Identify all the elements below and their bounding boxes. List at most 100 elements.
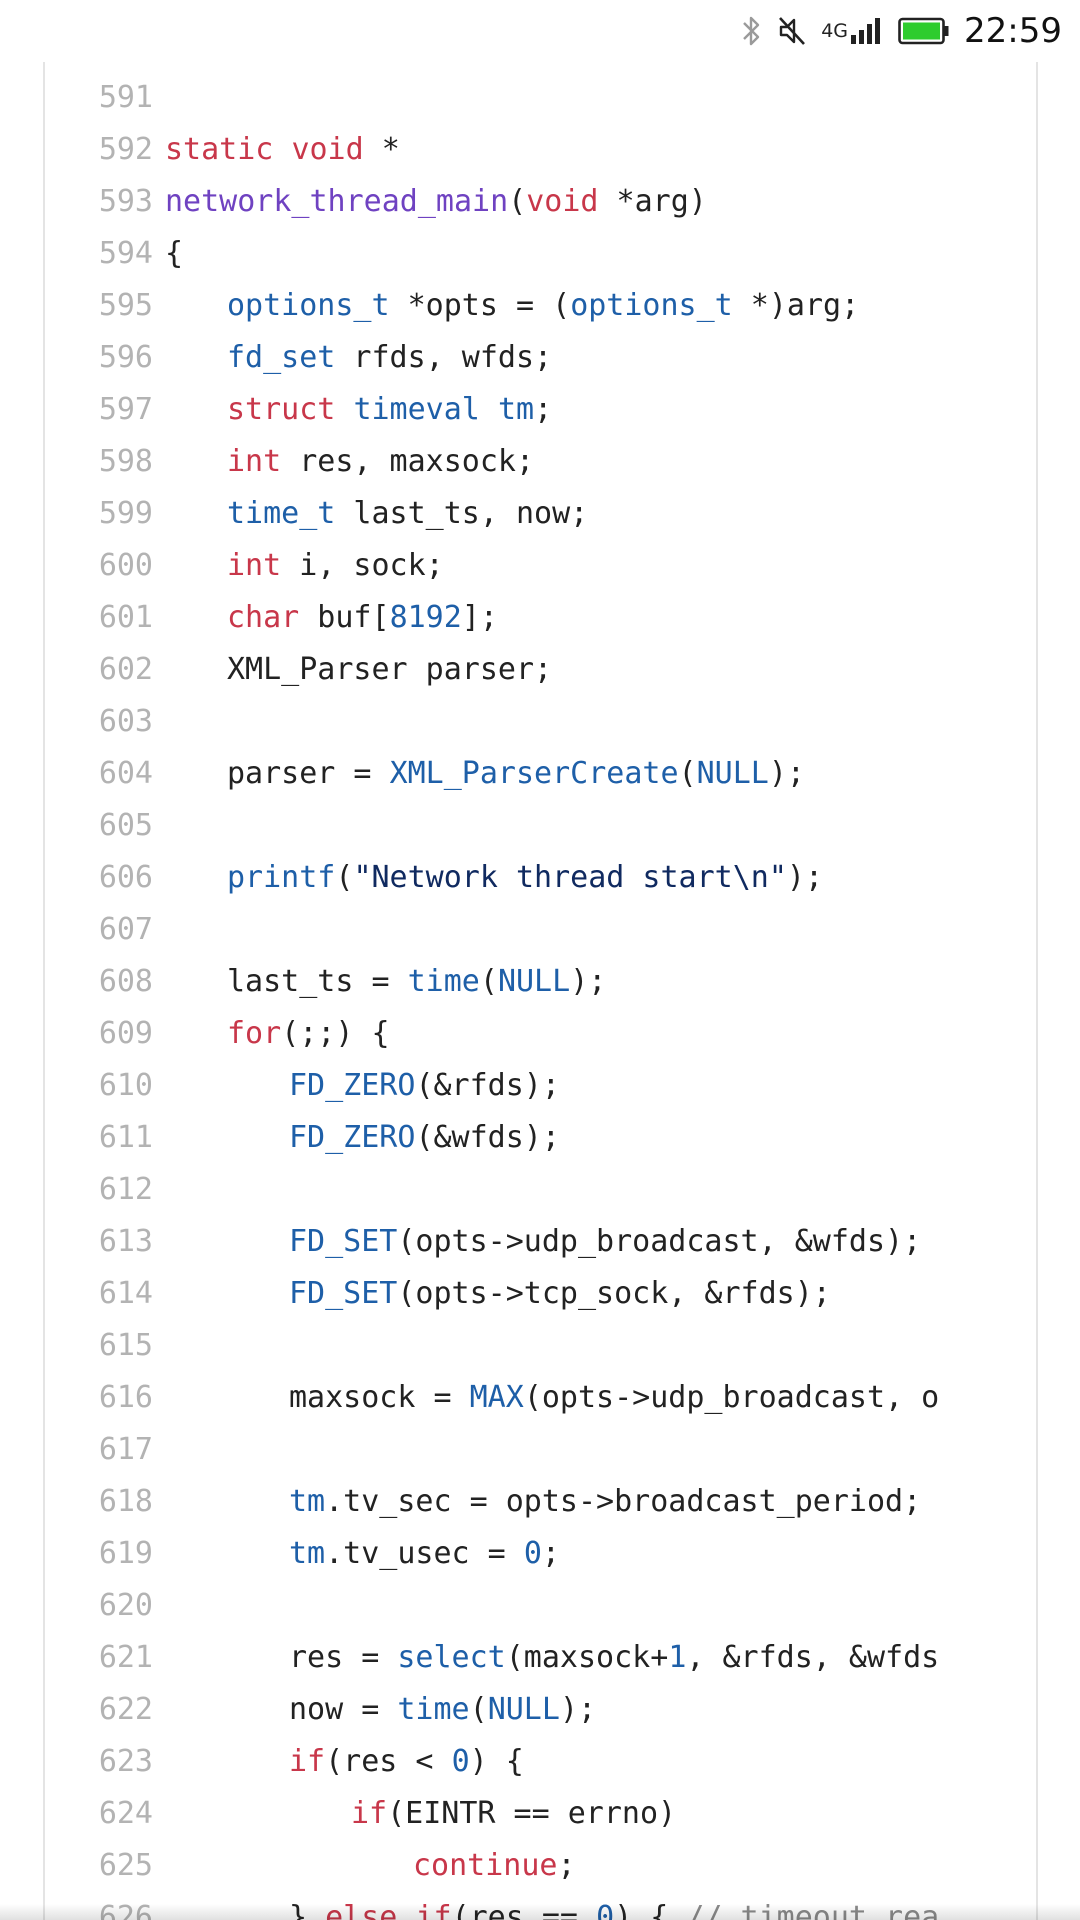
code-token: now = [289, 1692, 398, 1727]
line-number: 591 [98, 80, 153, 115]
line-number: 606 [98, 860, 153, 895]
line-number: 603 [98, 704, 153, 739]
line-number: 622 [98, 1692, 153, 1727]
code-token: XML_ParserCreate [389, 756, 679, 791]
code-token: 0 [451, 1744, 470, 1779]
code-token: ); [570, 964, 607, 999]
code-token: ( [678, 756, 697, 791]
code-text: tm.tv_sec = opts->broadcast_period; [289, 1476, 921, 1528]
code-token: rfds, wfds; [335, 340, 553, 375]
line-number: 594 [98, 236, 153, 271]
battery-icon [898, 16, 950, 46]
code-token: int [227, 548, 282, 583]
code-token: buf[ [299, 600, 390, 635]
code-token: tm [289, 1536, 326, 1571]
code-token: *arg) [598, 184, 707, 219]
code-token: FD_ZERO [289, 1120, 416, 1155]
code-token: last_ts, now; [335, 496, 589, 531]
code-token: tm [497, 392, 535, 427]
code-token: void [526, 184, 599, 219]
code-token: if [289, 1744, 326, 1779]
code-token: (res == [452, 1900, 597, 1920]
code-token: time [397, 1692, 470, 1727]
code-token [480, 392, 498, 427]
mute-icon [777, 15, 807, 47]
code-token: NULL [696, 756, 769, 791]
line-number: 620 [98, 1588, 153, 1623]
code-token: (EINTR == errno) [387, 1796, 677, 1831]
code-token: (&rfds); [415, 1068, 560, 1103]
code-token: select [397, 1640, 506, 1675]
code-text: maxsock = MAX(opts->udp_broadcast, o [289, 1372, 939, 1424]
bottom-edge-shadow [0, 1904, 1080, 1920]
code-token: tm [289, 1484, 326, 1519]
code-token: *opts = ( [389, 288, 571, 323]
code-text: { [165, 228, 183, 280]
code-line: 626} else if(res == 0) { // timeout rea [45, 1892, 1036, 1920]
code-token: if [351, 1796, 388, 1831]
line-number: 597 [98, 392, 153, 427]
code-token: void [291, 132, 364, 167]
line-number: 598 [98, 444, 153, 479]
code-line: 593 network_thread_main(void *arg) [45, 176, 1036, 228]
code-token: ); [786, 860, 824, 895]
code-text: printf("Network thread start\n"); [227, 852, 823, 904]
code-text: res = select(maxsock+1, &rfds, &wfds [289, 1632, 939, 1684]
line-number: 615 [98, 1328, 153, 1363]
line-number: 616 [98, 1380, 153, 1415]
line-number: 614 [98, 1276, 153, 1311]
line-number: 625 [98, 1848, 153, 1883]
code-line: 591 [45, 72, 1036, 124]
line-number: 593 [98, 184, 153, 219]
code-token: ( [508, 184, 527, 219]
code-text: char buf[8192]; [227, 592, 498, 644]
code-token [273, 132, 291, 167]
code-token: ; [541, 1536, 560, 1571]
code-line: 606 printf("Network thread start\n"); [45, 852, 1036, 904]
code-line: 617 [45, 1424, 1036, 1476]
line-number: 599 [98, 496, 153, 531]
code-line: 594 { [45, 228, 1036, 280]
code-token: last_ts = [227, 964, 408, 999]
code-text: network_thread_main(void *arg) [165, 176, 707, 228]
code-token: NULL [487, 1692, 560, 1727]
code-token: static [165, 132, 274, 167]
code-text: FD_ZERO(&wfds); [289, 1112, 560, 1164]
code-text: options_t *opts = (options_t *)arg; [227, 280, 859, 332]
code-token: *)arg; [732, 288, 860, 323]
code-token: parser = [227, 756, 390, 791]
code-token: res = [289, 1640, 398, 1675]
code-token: struct [227, 392, 336, 427]
code-token: (opts->tcp_sock, &rfds); [397, 1276, 831, 1311]
code-token: 1 [668, 1640, 687, 1675]
code-token: 0 [596, 1900, 614, 1920]
code-token: ; [557, 1848, 576, 1883]
bluetooth-icon [741, 14, 763, 48]
code-token: .tv_usec = [325, 1536, 524, 1571]
code-token: * [363, 132, 400, 167]
code-token: (opts->udp_broadcast, o [523, 1380, 940, 1415]
code-token: ) { [614, 1900, 686, 1920]
code-token: else [325, 1900, 397, 1920]
code-token: 8192 [389, 600, 462, 635]
